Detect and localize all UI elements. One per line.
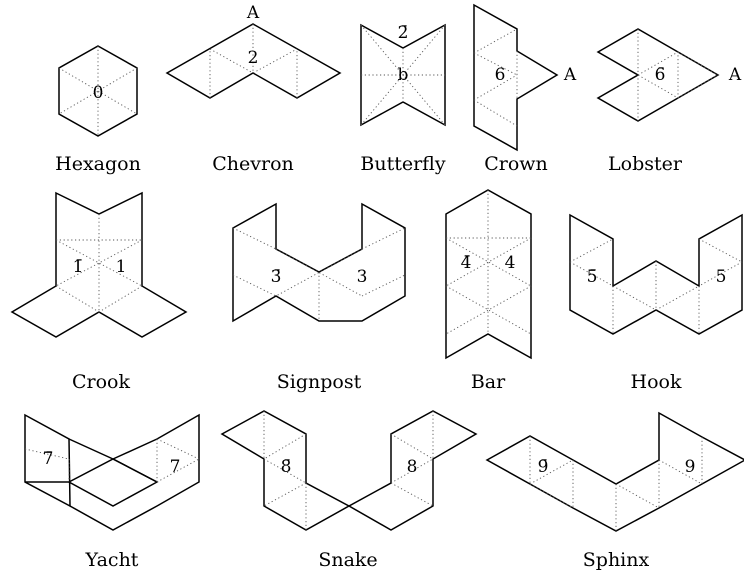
piece-bar-label: Bar <box>471 371 506 393</box>
piece-sphinx-mark-right: 9 <box>685 457 696 477</box>
piece-signpost-label: Signpost <box>277 371 362 393</box>
piece-butterfly-label: Butterfly <box>360 153 445 175</box>
piece-lobster-tag: A <box>728 65 742 85</box>
piece-crook-mark-left: 1̄ <box>73 257 84 277</box>
piece-butterfly: b 2̄ Butterfly <box>360 23 446 175</box>
piece-hook: 5̄ 5 Hook <box>569 213 743 393</box>
piece-sphinx-label: Sphinx <box>583 549 650 571</box>
piece-hook-mark-left: 5̄ <box>587 267 598 287</box>
piece-lobster-mark: 6̄ <box>655 65 666 85</box>
piece-crown-label: Crown <box>484 153 548 175</box>
piece-chevron-tag: A <box>246 3 260 23</box>
piece-butterfly-mark: b <box>398 65 409 85</box>
piece-signpost-mark-left: 3̄ <box>271 267 282 287</box>
piece-crook-mark-right: 1 <box>116 257 127 277</box>
piece-lobster: 6̄ A Lobster <box>596 28 742 175</box>
piece-snake: 8̄ 8 Snake <box>220 410 478 571</box>
piece-crook-label: Crook <box>72 371 130 393</box>
piece-crook: 1̄ 1 Crook <box>10 191 188 393</box>
piece-crown-tag: A <box>563 65 577 85</box>
piece-bar-mark-left: 4̄ <box>461 253 472 273</box>
piece-hook-label: Hook <box>631 371 682 393</box>
piece-hook-mark-right: 5 <box>716 267 727 287</box>
piece-hexagon: 0 Hexagon <box>55 45 141 175</box>
piece-signpost-mark-right: 3 <box>357 267 368 287</box>
piece-lobster-label: Lobster <box>608 153 683 175</box>
piece-snake-mark-left: 8̄ <box>281 457 292 477</box>
piece-chevron-mark: 2 <box>248 48 259 68</box>
piece-yacht-label: Yacht <box>85 549 139 571</box>
piece-bar: 4̄ 4 Bar <box>445 189 532 393</box>
piece-hexagon-mark: 0 <box>93 83 104 103</box>
piece-butterfly-top-mark: 2̄ <box>398 23 409 43</box>
piece-snake-mark-right: 8 <box>407 457 418 477</box>
piece-bar-mark-right: 4 <box>505 253 516 273</box>
piece-yacht: 7̄ 7 Yacht <box>24 413 200 571</box>
piece-chevron-label: Chevron <box>212 153 294 175</box>
piece-snake-label: Snake <box>318 549 377 571</box>
piece-yacht-mark-right: 7 <box>170 457 181 477</box>
piece-chevron: 2 A Chevron <box>165 3 342 175</box>
piece-sphinx-mark-left: 9̄ <box>538 457 549 477</box>
piece-sphinx: 9̄ 9 Sphinx <box>485 411 744 571</box>
piece-yacht-mark-left: 7̄ <box>43 449 54 469</box>
piece-signpost: 3̄ 3 Signpost <box>232 202 406 393</box>
piece-crown-mark: 6 <box>495 65 506 85</box>
piece-crown: 6 A Crown <box>473 3 577 175</box>
piece-hexagon-label: Hexagon <box>55 153 141 175</box>
